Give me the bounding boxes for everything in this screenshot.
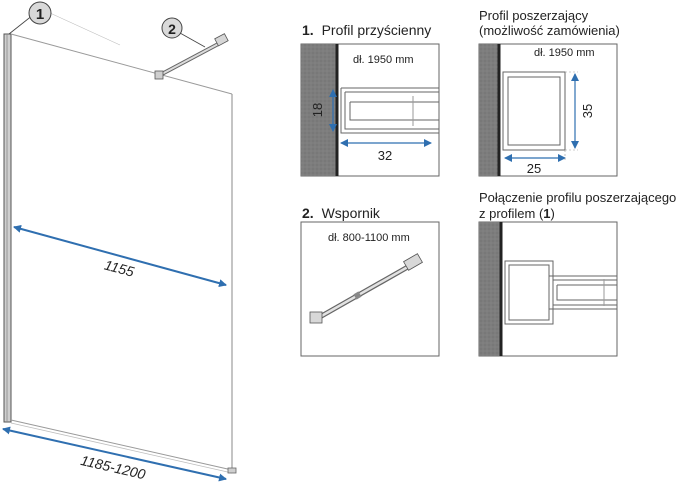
panel1-title: 1. Profil przyścienny [302,22,431,38]
panel1-length: dł. 1950 mm [353,54,414,66]
inner-width-label: 1155 [103,257,136,280]
callout-2: 2 [161,17,206,48]
dimension-total-width: 1185-1200 [2,426,227,482]
ext-length: dł. 1950 mm [534,47,595,59]
dimension-inner-width: 1155 [13,224,227,288]
join-title-line1: Połączenie profilu poszerzającego [479,190,676,205]
total-width-label: 1185-1200 [79,452,147,482]
panel-support: 2. Wspornik dł. 800-1100 mm [300,205,440,357]
ext-title-line1: Profil poszerzający [479,8,589,23]
wall-profile-icon [340,87,439,134]
join-title-line2: z profilem (1) [479,206,555,221]
callout-2-label: 2 [168,21,176,37]
panel-wall-profile: 1. Profil przyścienny dł. 1950 mm 18 32 [300,22,440,177]
callout-1: 1 [8,1,121,46]
panel1-dim-height: 18 [310,103,325,117]
ext-dim-width: 25 [527,161,541,176]
ext-dim-height: 35 [580,104,595,118]
wall-profile [3,33,12,423]
glass-panel-drawing: 1 2 1155 1185-1200 [2,1,237,482]
panel1-dim-width: 32 [378,148,392,163]
support-bracket-icon [309,253,423,324]
panel2-title: 2. Wspornik [302,205,381,221]
support-bracket [154,33,229,80]
glass-top-edge [10,33,233,95]
callout-1-label: 1 [36,6,44,23]
ext-title-line2: (możliwość zamówienia) [479,23,620,38]
panel2-length: dł. 800-1100 mm [328,232,410,244]
panel-join: Połączenie profilu poszerzającego z prof… [478,190,676,357]
panel-extension-profile: Profil poszerzający (możliwość zamówieni… [478,8,620,177]
